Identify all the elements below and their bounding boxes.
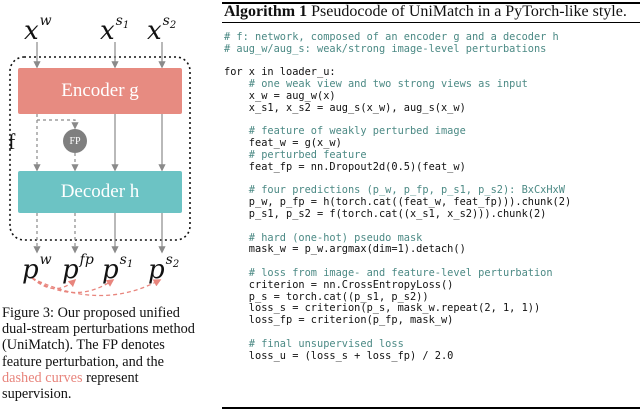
output-pw-sup: w <box>39 252 52 268</box>
input-xs2-sup: s <box>162 13 170 29</box>
input-xs2: xs2 <box>147 14 176 44</box>
encoder-label: Encoder g <box>61 80 139 101</box>
caption-text-1: Figure 3: Our proposed unified dual-stre… <box>2 305 195 370</box>
input-xw-base: x <box>24 16 39 46</box>
input-xs2-base: x <box>147 16 162 46</box>
arrow-to-fp <box>37 119 79 130</box>
output-pfp-sup: fp <box>79 252 94 268</box>
network-f-label: f <box>8 129 16 154</box>
code-line: loss_s = criterion(p_s, mask_w.repeat(2,… <box>224 302 541 315</box>
network-boundary <box>9 56 191 241</box>
algorithm-label: Algorithm 1 <box>224 3 308 20</box>
code-line: loss_fp = criterion(p_fp, mask_w) <box>224 314 454 327</box>
output-ps1-sub: 1 <box>126 259 134 270</box>
pseudocode: # f: network, composed of an encoder g a… <box>224 31 572 362</box>
code-comment-line: # hard (one-hot) pseudo mask <box>224 231 423 244</box>
code-comment-line: # one weak view and two strong views as … <box>224 78 528 91</box>
supervision-curve-pfp <box>31 277 77 290</box>
output-pfp-base: p <box>62 255 79 285</box>
input-xw: xw <box>24 14 52 44</box>
output-ps1-sup: s <box>119 252 127 268</box>
code-line: x_w = aug_w(x) <box>224 89 336 102</box>
output-ps2-sub: 2 <box>172 259 180 270</box>
code-line: for x in loader_u: <box>224 66 336 79</box>
code-line: criterion = nn.CrossEntropyLoss() <box>224 278 454 291</box>
input-xw-sup: w <box>39 13 52 29</box>
input-xs1-base: x <box>100 16 115 46</box>
output-ps1: ps1 <box>102 253 133 283</box>
code-line: p_w, p_fp = h(torch.cat((feat_w, feat_fp… <box>224 196 572 209</box>
output-ps2-base: p <box>148 255 165 285</box>
decoder-label: Decoder h <box>60 181 140 202</box>
code-comment-line: # f: network, composed of an encoder g a… <box>224 31 559 43</box>
code-line: feat_fp = nn.Dropout2d(0.5)(feat_w) <box>224 160 466 173</box>
decoder-box: Decoder h <box>18 171 182 213</box>
algorithm-top-rule <box>222 2 640 4</box>
code-line: p_s = torch.cat((p_s1, p_s2)) <box>224 290 429 303</box>
encoder-box: Encoder g <box>18 68 182 114</box>
code-comment-line: # perturbed feature <box>224 148 367 161</box>
caption-dashed-curves: dashed curves <box>2 369 83 386</box>
caption-text-2: represent supervision. <box>2 369 139 403</box>
fp-node: FP <box>63 129 87 153</box>
output-pw-base: p <box>22 255 39 285</box>
output-ps2-sup: s <box>165 252 173 268</box>
output-ps2: ps2 <box>148 253 179 283</box>
code-line: mask_w = p_w.argmax(dim=1).detach() <box>224 243 466 256</box>
code-line: x_s1, x_s2 = aug_s(x_w), aug_s(x_w) <box>224 101 466 114</box>
input-xs2-sub: 2 <box>169 20 177 31</box>
code-comment-line: # feature of weakly perturbed image <box>224 125 466 138</box>
algorithm-title-text: Pseudocode of UniMatch in a PyTorch-like… <box>311 3 627 20</box>
output-pw: pw <box>22 253 52 283</box>
input-xs1-sup: s <box>115 13 123 29</box>
code-line <box>224 327 571 339</box>
algorithm-mid-rule <box>222 22 640 23</box>
output-pfp: pfp <box>62 253 94 283</box>
code-comment-line: # final unsupervised loss <box>224 337 404 350</box>
code-comment-line: # four predictions (p_w, p_fp, p_s1, p_s… <box>224 184 565 197</box>
output-ps1-base: p <box>102 255 119 285</box>
input-xs1-sub: 1 <box>122 20 130 31</box>
code-line <box>224 221 571 233</box>
code-line: loss_u = (loss_s + loss_fp) / 2.0 <box>224 349 454 362</box>
algorithm-bottom-rule <box>222 407 640 409</box>
code-comment-line: # loss from image- and feature-level per… <box>224 266 553 279</box>
figure-connections <box>9 42 191 297</box>
code-line: p_s1, p_s2 = f(torch.cat((x_s1, x_s2))).… <box>224 207 547 220</box>
algorithm-block: Algorithm 1 Pseudocode of UniMatch in a … <box>222 0 640 411</box>
code-line: feat_w = g(x_w) <box>224 137 342 150</box>
input-xs1: xs1 <box>100 14 129 44</box>
fp-label: FP <box>69 135 81 147</box>
algorithm-title: Algorithm 1 Pseudocode of UniMatch in a … <box>224 3 627 21</box>
supervision-curve-ps2 <box>31 277 162 297</box>
figure-caption: Figure 3: Our proposed unified dual-stre… <box>2 305 198 402</box>
unimatch-figure: xw xs1 xs2 Encoder g FP f Decoder h pw p… <box>0 0 200 411</box>
code-comment-line: # aug_w/aug_s: weak/strong image-level p… <box>224 42 547 55</box>
